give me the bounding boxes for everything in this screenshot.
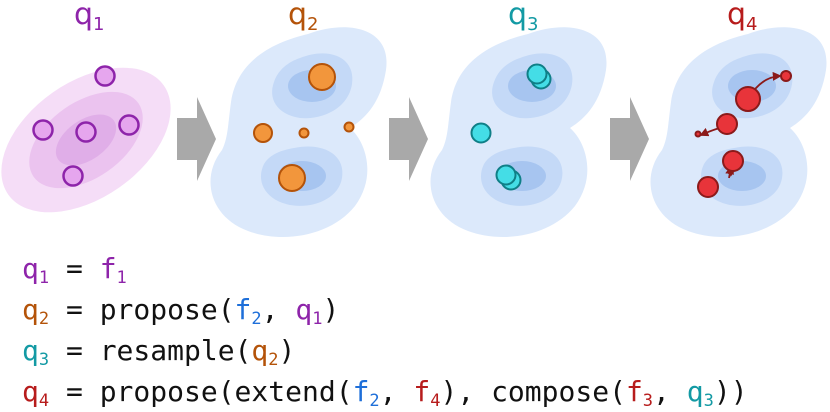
panel-title-q4: q4 [727,0,758,35]
particle [495,164,517,186]
equation-q4: q4 = propose(extend(f2, f4), compose(f3,… [22,375,748,411]
panel-title-q3: q3 [508,0,539,35]
particle [62,165,84,187]
particle [32,119,54,141]
transition-arrow-3 [610,97,649,181]
density-q3 [430,27,607,238]
equations-block: q1 = f1 q2 = propose(f2, q1) q3 = resamp… [22,248,822,412]
particle [526,63,548,85]
density-q2 [210,27,387,238]
particle [94,65,116,87]
particle [118,114,140,136]
particles-q3 [470,63,552,191]
particle [735,86,761,112]
particle [697,176,719,198]
particle [470,122,492,144]
equation-q1: q1 = f1 [22,252,127,288]
particle [716,113,738,135]
particle [722,150,744,172]
transition-arrow-2 [389,97,428,181]
equation-q2: q2 = propose(f2, q1) [22,293,340,329]
panel-title-q2: q2 [288,0,319,35]
particle [694,130,702,138]
particle [253,123,273,143]
particle [343,121,355,133]
particle [298,127,310,139]
density-q4 [650,27,827,238]
equation-q3: q3 = resample(q2) [22,334,296,370]
transition-arrow-1 [177,97,216,181]
particles-q2 [253,63,355,192]
particle [780,70,792,82]
particles-q4 [694,70,792,198]
particle [278,164,306,192]
diagram-canvas: q1 q2 q3 q4 [1,0,827,238]
particle [308,63,336,91]
particles-q1 [32,65,140,187]
particle [75,121,97,143]
panel-title-q1: q1 [74,0,105,35]
